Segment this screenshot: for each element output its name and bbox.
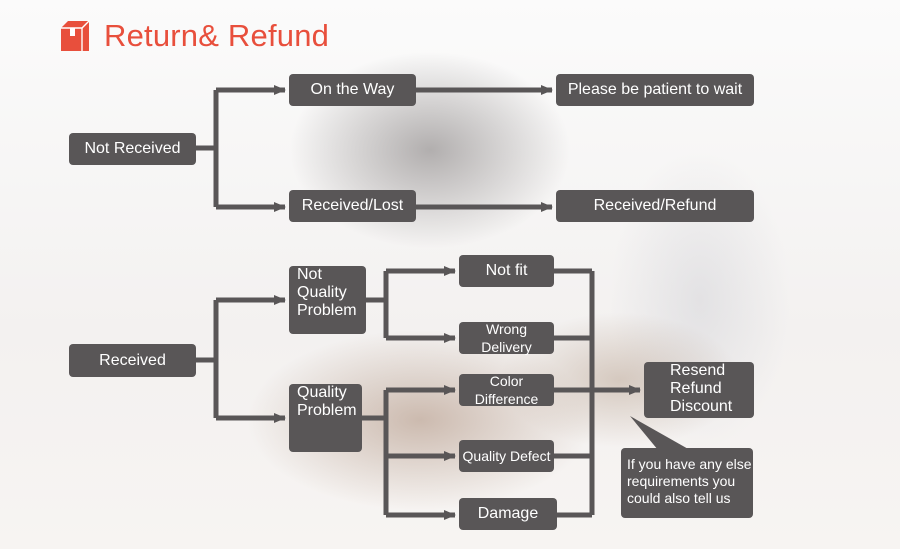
node-not-received: Not Received (69, 133, 196, 165)
outcome-line: Discount (670, 398, 733, 415)
node-received-refund: Received/Refund (556, 190, 754, 222)
page-title: Return& Refund (104, 18, 330, 53)
node-quality-problem-line: Quality (297, 384, 347, 401)
node-quality-problem-line: Problem (297, 402, 357, 419)
node-quality-problem: Quality Problem (289, 384, 362, 452)
node-not-quality-problem-line: Not (297, 266, 322, 283)
outcome-line: Resend (670, 362, 726, 379)
note-line: could also tell us (627, 490, 731, 506)
node-not-quality-problem: Not Quality Problem (289, 266, 366, 334)
node-received: Received (69, 344, 196, 377)
note-line: requirements you (627, 473, 736, 489)
note-line: If you have any else (627, 456, 752, 472)
node-please-wait: Please be patient to wait (556, 74, 754, 106)
node-quality-defect: Quality Defect (459, 440, 554, 472)
note-callout: If you have any else requirements you co… (621, 448, 753, 518)
node-not-fit: Not fit (459, 255, 554, 287)
outcome-line: Refund (670, 380, 722, 397)
node-received-lost: Received/Lost (289, 190, 416, 222)
node-not-quality-problem-line: Quality (297, 284, 347, 301)
node-resend-refund-discount: Resend Refund Discount (644, 362, 754, 418)
node-not-quality-problem-line: Problem (297, 302, 357, 319)
node-wrong-delivery: Wrong Delivery (459, 321, 554, 355)
node-color-difference: Color Difference (459, 373, 554, 407)
header: Return& Refund (58, 16, 329, 56)
node-damage: Damage (459, 498, 557, 530)
node-on-the-way: On the Way (289, 74, 416, 106)
package-box-icon (61, 20, 90, 51)
